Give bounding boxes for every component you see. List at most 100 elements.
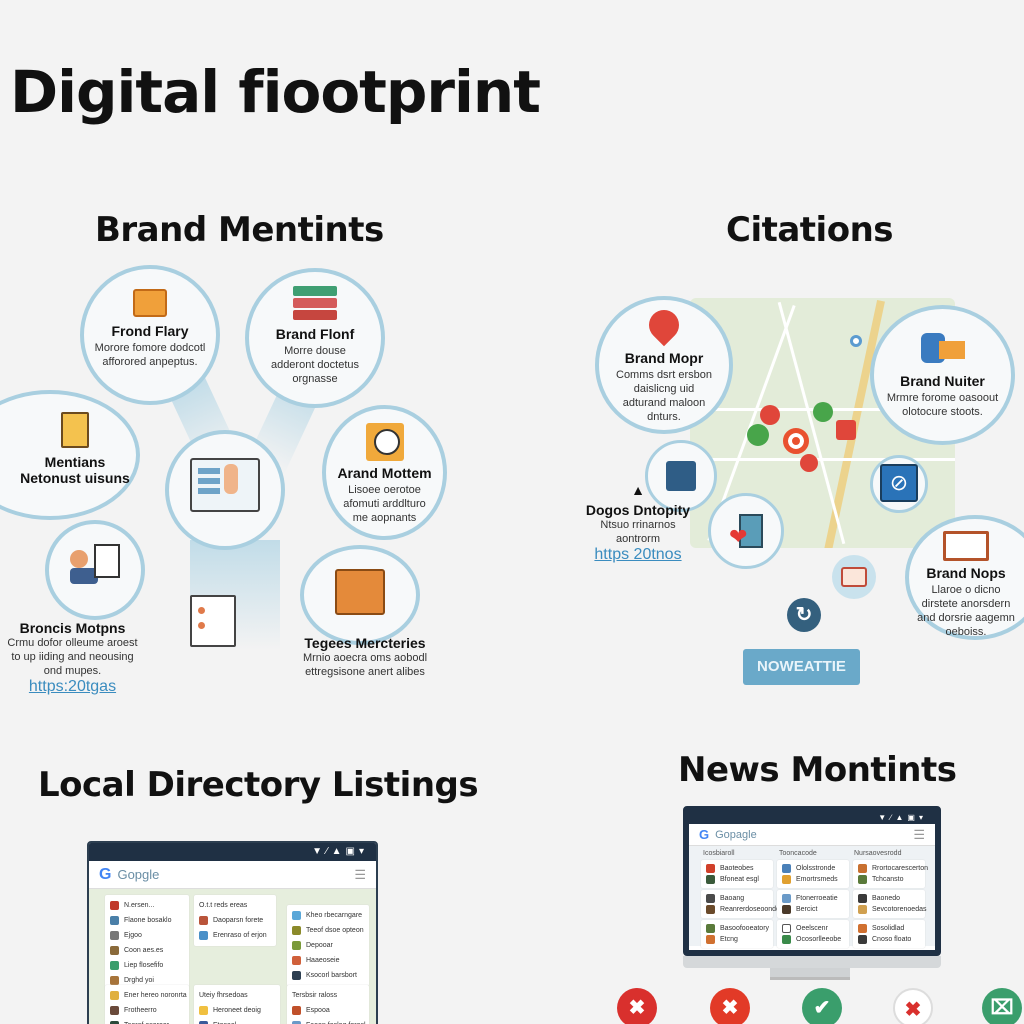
profile-icon: [666, 461, 696, 491]
bubble-camera: [832, 555, 876, 599]
cta-button[interactable]: NOWEATTIE: [743, 649, 860, 685]
item-link[interactable]: https:20tgas: [28, 678, 117, 695]
browser-brand: Gopgle: [117, 867, 160, 882]
list-document-icon: [190, 595, 236, 647]
page-title: Digital fiootprint: [10, 58, 541, 126]
browser-header: G Gopagle ☰: [689, 824, 935, 846]
news-mentions-title: News Montints: [678, 750, 957, 790]
column-header: Icosbiaroll: [703, 850, 735, 857]
column-header: Nursaovesrodd: [854, 850, 902, 857]
item-title: Brand Flonf: [275, 326, 355, 342]
local-directory-title: Local Directory Listings: [38, 765, 479, 805]
brand-mentions-title: Brand Mentints: [95, 210, 384, 250]
map-marker[interactable]: [836, 420, 856, 440]
cross-box-badge-icon: ⌧: [982, 988, 1022, 1024]
item-title: Frond Flary: [111, 323, 189, 339]
item-title: Arand Mottem: [337, 465, 432, 481]
clock-folder-icon: [365, 423, 404, 461]
listing-card[interactable]: N.ersen... Flaone bosaklo Ejgoo Coon aes…: [105, 895, 189, 991]
listing-card[interactable]: Tersbsir raloss Espooa Faoon foslog foro…: [287, 985, 369, 1024]
item-desc: Lisoee oerotoe afomuti arddlturo me aopn…: [343, 484, 426, 524]
camera-icon: [841, 567, 867, 587]
item-desc: Mrnio aoecra oms aobodl ettregsisone ane…: [302, 652, 428, 678]
storage-icon: [920, 333, 965, 365]
item-desc: Mrmre forome oasoout olotocure stoots.: [886, 392, 999, 418]
item-desc: Crmu dofor olleume aroest to up iiding a…: [7, 637, 138, 677]
google-logo-icon: G: [99, 865, 112, 883]
item-desc: Morre douse adderont doctetus orgnasse: [270, 345, 360, 385]
item-dogos-dntopity: ▲ Dogos Dntopity Ntsuo rrinarnos aontror…: [578, 482, 698, 564]
hand-document-icon: [190, 458, 260, 512]
bubble-frond-flary: Frond Flary Morore fomore dodcotl afforo…: [80, 265, 220, 405]
map-marker[interactable]: [760, 405, 780, 425]
item-title: Broncis Motpns: [19, 620, 126, 636]
citations-title: Citations: [726, 210, 894, 250]
share-icon: ⊘: [880, 464, 918, 502]
monitor-stand: [770, 968, 850, 980]
item-title: Mentians: [44, 454, 106, 470]
bubble-person-icon: [45, 520, 145, 620]
bubble-profile: [645, 440, 717, 512]
listing-card[interactable]: Kheo rbecarngare Teeof dsoe opteon Depoo…: [287, 905, 369, 986]
item-link[interactable]: https 20tnos: [594, 546, 682, 563]
x-outline-badge-icon: ✖: [893, 988, 933, 1024]
reader-icon: [335, 569, 385, 615]
listing-card[interactable]: Ener hereo noronrta Frotheerro Tooraf es…: [105, 985, 189, 1024]
bubble-reader-icon: [300, 545, 420, 645]
browser-status-bar: ▼∕▲▣▾: [89, 843, 376, 861]
box-icon: [133, 289, 167, 317]
directory-browser: ▼∕▲▣▾ G Gopgle ☰ N.ersen... Flaone bosak…: [87, 841, 378, 1024]
column-header: Tooncacode: [779, 850, 817, 857]
bubble-brand-nops: Brand Nops Llaroe o dicno dirstete anors…: [905, 515, 1024, 640]
item-title: Brand Mopr: [624, 350, 704, 366]
bubble-arand-mottem: Arand Mottem Lisoee oerotoe afomuti ardd…: [322, 405, 447, 540]
monitor-chin: [683, 956, 941, 968]
map-marker[interactable]: [800, 454, 818, 472]
browser-header: G Gopgle ☰: [89, 861, 376, 889]
listing-card[interactable]: Uteiy fhrsedoas Heroneet deoig Etosaol T…: [194, 985, 280, 1024]
map-marker[interactable]: [783, 428, 809, 454]
bubble-favorite: ❤: [708, 493, 784, 569]
map-marker[interactable]: [747, 424, 769, 446]
item-title: Brand Nops: [926, 565, 1006, 581]
item-desc: Morore fomore dodcotl afforored anpeptus…: [94, 342, 206, 368]
refresh-icon: ↻: [787, 598, 821, 632]
item-desc: Netonust uisuns: [20, 470, 130, 486]
item-title: Tegees Mercteries: [304, 635, 426, 651]
map-marker[interactable]: [850, 335, 862, 347]
menu-icon[interactable]: ☰: [913, 826, 925, 842]
books-icon: [293, 286, 337, 320]
menu-icon[interactable]: ☰: [354, 866, 366, 882]
item-desc: Llaroe o dicno dirstete anorsdern and do…: [917, 584, 1015, 638]
news-monitor-screen: ▼∕▲▣▾ G Gopagle ☰ Icosbiaroll Tooncacode…: [683, 806, 941, 956]
item-tegees-mercteries: Tegees Mercteries Mrnio aoecra oms aobod…: [290, 635, 440, 679]
x-badge-icon: ✖: [617, 988, 657, 1024]
map-pin-icon: [642, 303, 686, 347]
google-logo-icon: G: [699, 827, 710, 842]
browser-brand: Gopagle: [715, 828, 757, 841]
bubble-brand-mopr: Brand Mopr Comms dsrt ersbon daislicng u…: [595, 296, 733, 434]
bubble-share: ⊘: [870, 455, 928, 513]
map-marker[interactable]: [813, 402, 833, 422]
item-title: Dogos Dntopity: [585, 502, 691, 518]
person-document-icon: [70, 544, 120, 588]
bubble-brand-flonf: Brand Flonf Morre douse adderont doctetu…: [245, 268, 385, 408]
x-badge-icon: ✖: [710, 988, 750, 1024]
browser-status-bar: ▼∕▲▣▾: [689, 812, 935, 824]
listing-card[interactable]: O.t.t reds ereas Daoparsn forete Erenras…: [194, 895, 276, 946]
check-badge-icon: ✔: [802, 988, 842, 1024]
bubble-mentians: Mentians Netonust uisuns: [0, 390, 140, 520]
item-broncis-motpns: Broncis Motpns Crmu dofor olleume aroest…: [5, 620, 140, 696]
item-desc: Ntsuo rrinarnos aontrorm: [600, 519, 676, 545]
checklist-icon: [61, 412, 89, 448]
